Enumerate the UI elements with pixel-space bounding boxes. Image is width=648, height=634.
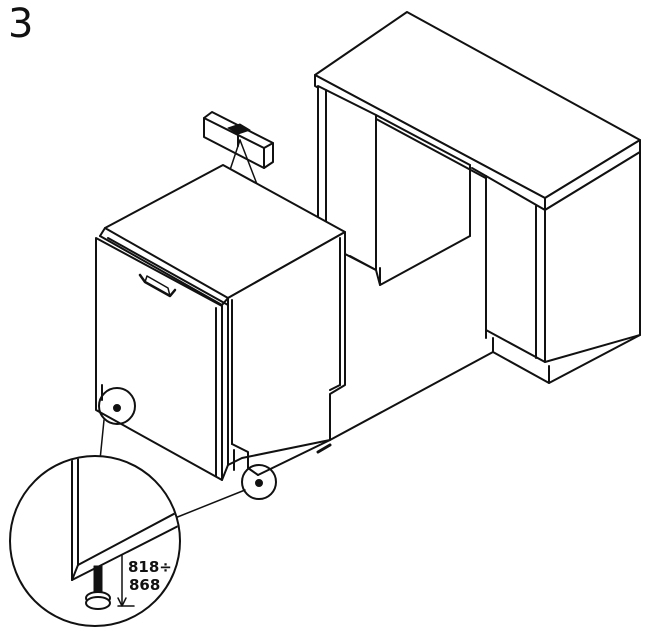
height-dimension-line1: 818÷ (128, 558, 172, 576)
dishwasher-appliance (95, 164, 346, 481)
foot-highlight-rear (241, 464, 277, 500)
height-dimension-line2: 868 (129, 576, 160, 594)
foot-highlight-front (98, 387, 136, 425)
dishwasher-side (227, 231, 346, 466)
step-number: 3 (8, 1, 34, 47)
foot-detail-magnifier (9, 455, 181, 627)
door-handle (138, 273, 177, 298)
kitchen-cabinet (314, 11, 641, 441)
